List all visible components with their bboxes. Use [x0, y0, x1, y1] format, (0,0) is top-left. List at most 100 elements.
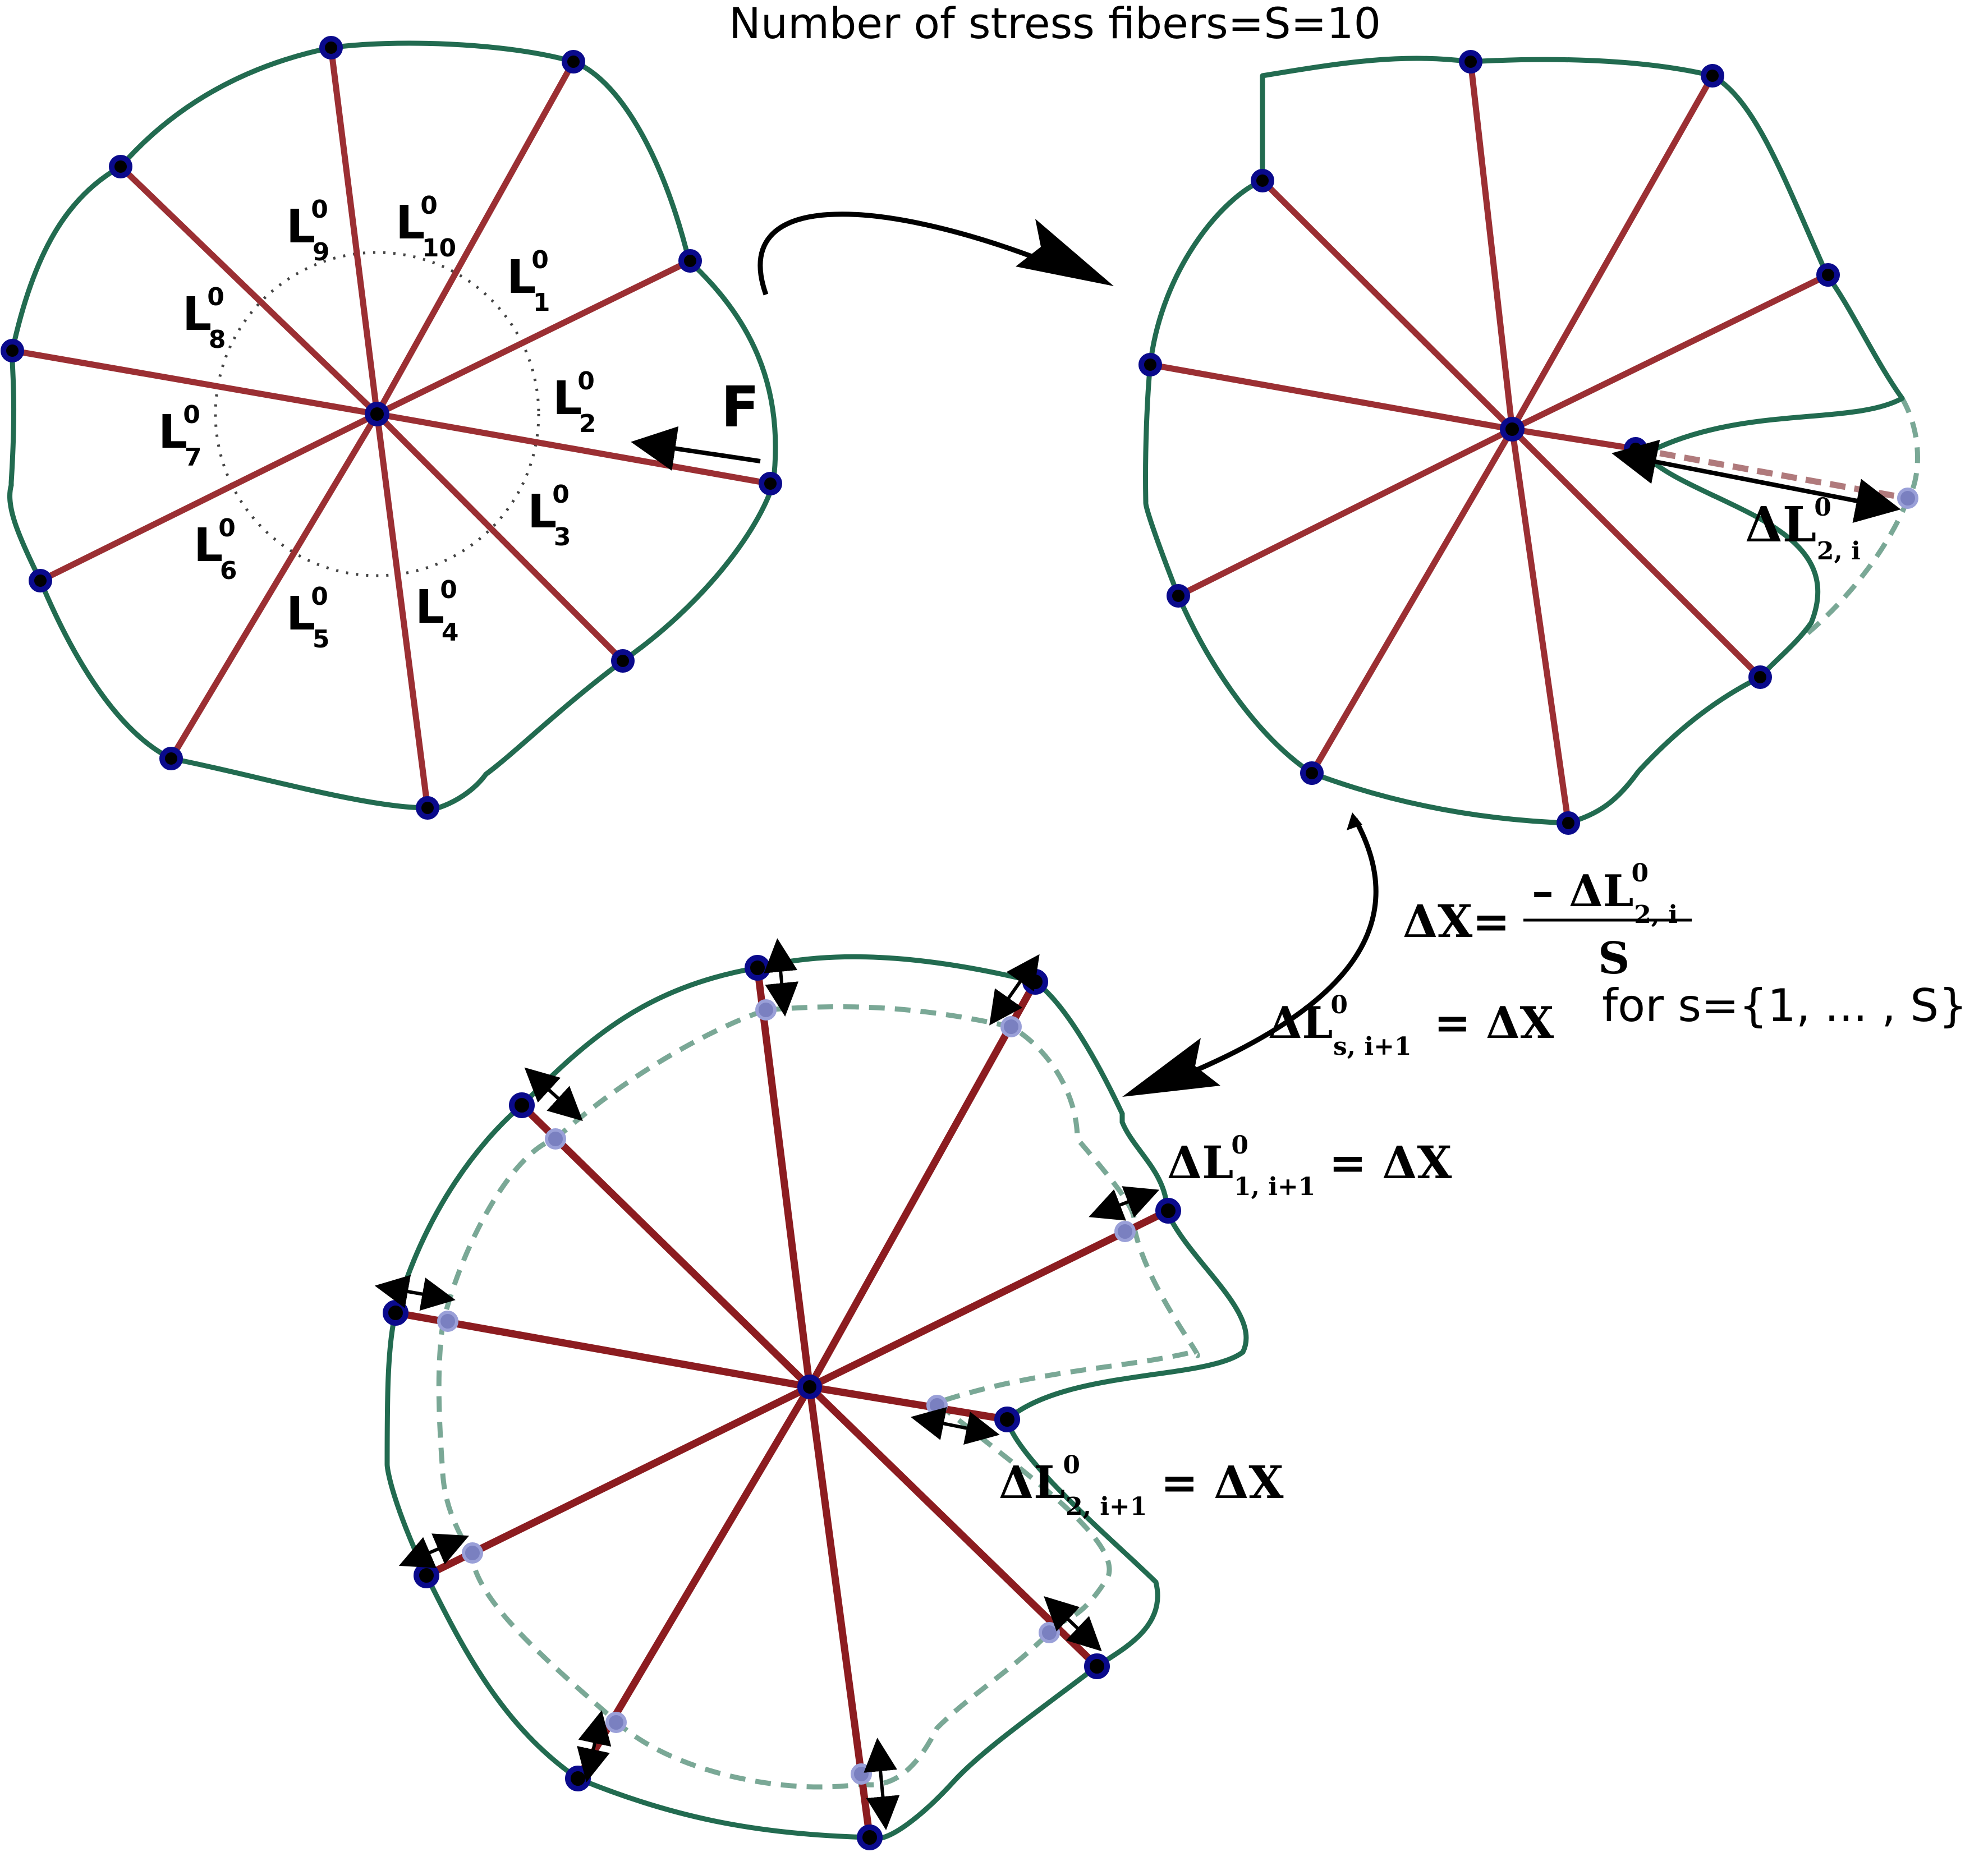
shift-arrow — [1044, 1596, 1102, 1652]
adhesion-nodes-initial — [1, 36, 782, 820]
shift-arrow — [374, 1275, 456, 1311]
ghost-node — [1039, 1622, 1060, 1643]
adhesion-node — [1701, 64, 1724, 88]
adhesion-node — [1138, 353, 1162, 376]
ghost-node — [755, 999, 777, 1021]
transition-arrow-1 — [757, 212, 1045, 296]
adhesion-node — [1, 339, 24, 362]
diagram-title: Number of stress fibers=S=10 — [729, 0, 1381, 48]
stress-fiber — [1309, 426, 1516, 776]
stress-fibers-initial — [9, 44, 774, 811]
stress-fiber — [806, 1383, 874, 1841]
adhesion-node — [109, 155, 132, 178]
stress-fiber — [392, 1309, 814, 1391]
stress-fiber — [374, 411, 431, 811]
stress-fiber — [374, 411, 626, 664]
adhesion-node — [1748, 665, 1772, 689]
force-label: F — [721, 374, 759, 440]
adhesion-node — [1300, 761, 1324, 785]
adhesion-node — [159, 747, 183, 770]
adhesion-node — [759, 472, 782, 495]
arrowhead — [1347, 812, 1362, 830]
adhesion-node — [1459, 50, 1482, 73]
stress-fiber — [374, 258, 694, 417]
stress-fiber — [1509, 426, 1572, 826]
adhesion-node — [678, 249, 702, 273]
update-rule-range: for s={1, ... , S} — [1602, 980, 1967, 1032]
stress-fiber — [1259, 177, 1516, 433]
adhesion-node — [745, 955, 770, 981]
shift-arrow — [398, 1533, 470, 1568]
adhesion-node — [414, 1563, 439, 1588]
ghost-fiber — [1635, 445, 1908, 502]
stress-fiber — [1147, 361, 1516, 433]
shift-arrow — [910, 1407, 1000, 1445]
adhesion-node — [416, 796, 439, 820]
adhesion-node — [1816, 263, 1840, 287]
adhesion-nodes-contracted — [1138, 50, 1840, 835]
arrowhead — [1016, 219, 1114, 286]
stress-fiber — [806, 1207, 1172, 1391]
dx-denominator: S — [1598, 933, 1629, 984]
shift-arrow — [1089, 1186, 1160, 1221]
ghost-node — [437, 1311, 458, 1332]
force-arrow — [631, 426, 761, 471]
ghost-nodes-previous — [437, 999, 1136, 1785]
cell-membrane-redistributed — [384, 954, 1249, 1841]
adhesion-node — [319, 36, 343, 59]
adhesion-node — [1251, 169, 1274, 192]
adhesion-node — [1022, 969, 1048, 995]
ghost-node — [545, 1128, 566, 1150]
adhesion-node — [994, 1407, 1020, 1432]
arrowhead — [1122, 1038, 1220, 1097]
shift-arrows — [374, 938, 1160, 1830]
adhesion-node — [1557, 811, 1580, 835]
adhesion-node — [509, 1092, 535, 1118]
ghost-node — [1000, 1016, 1022, 1037]
stress-fiber — [1175, 426, 1516, 599]
stress-fiber — [1509, 426, 1764, 681]
stress-fiber — [328, 44, 380, 417]
ghost-node — [851, 1763, 872, 1785]
shift-arrow — [764, 938, 799, 1017]
adhesion-node — [1084, 1653, 1110, 1679]
stress-fiber — [754, 964, 814, 1391]
node-center — [797, 1375, 822, 1399]
ghost-node — [605, 1712, 627, 1733]
shift-arrow — [989, 954, 1040, 1026]
stress-fiber — [117, 163, 380, 417]
node-center — [1500, 417, 1525, 442]
stress-fiber — [37, 411, 380, 584]
stress-fiber — [9, 347, 380, 417]
stress-fiber — [423, 1383, 814, 1579]
adhesion-node — [611, 649, 635, 673]
adhesion-node — [1155, 1198, 1181, 1224]
ghost-node — [462, 1542, 483, 1564]
stress-fiber — [168, 411, 380, 762]
stress-fiber — [374, 58, 577, 417]
shift-arrow — [524, 1067, 583, 1122]
adhesion-node — [565, 1766, 591, 1791]
stress-fiber — [374, 411, 774, 487]
adhesion-node — [383, 1300, 408, 1326]
cell-membrane-contracted — [1143, 56, 1905, 826]
shift-arrow — [864, 1738, 900, 1830]
